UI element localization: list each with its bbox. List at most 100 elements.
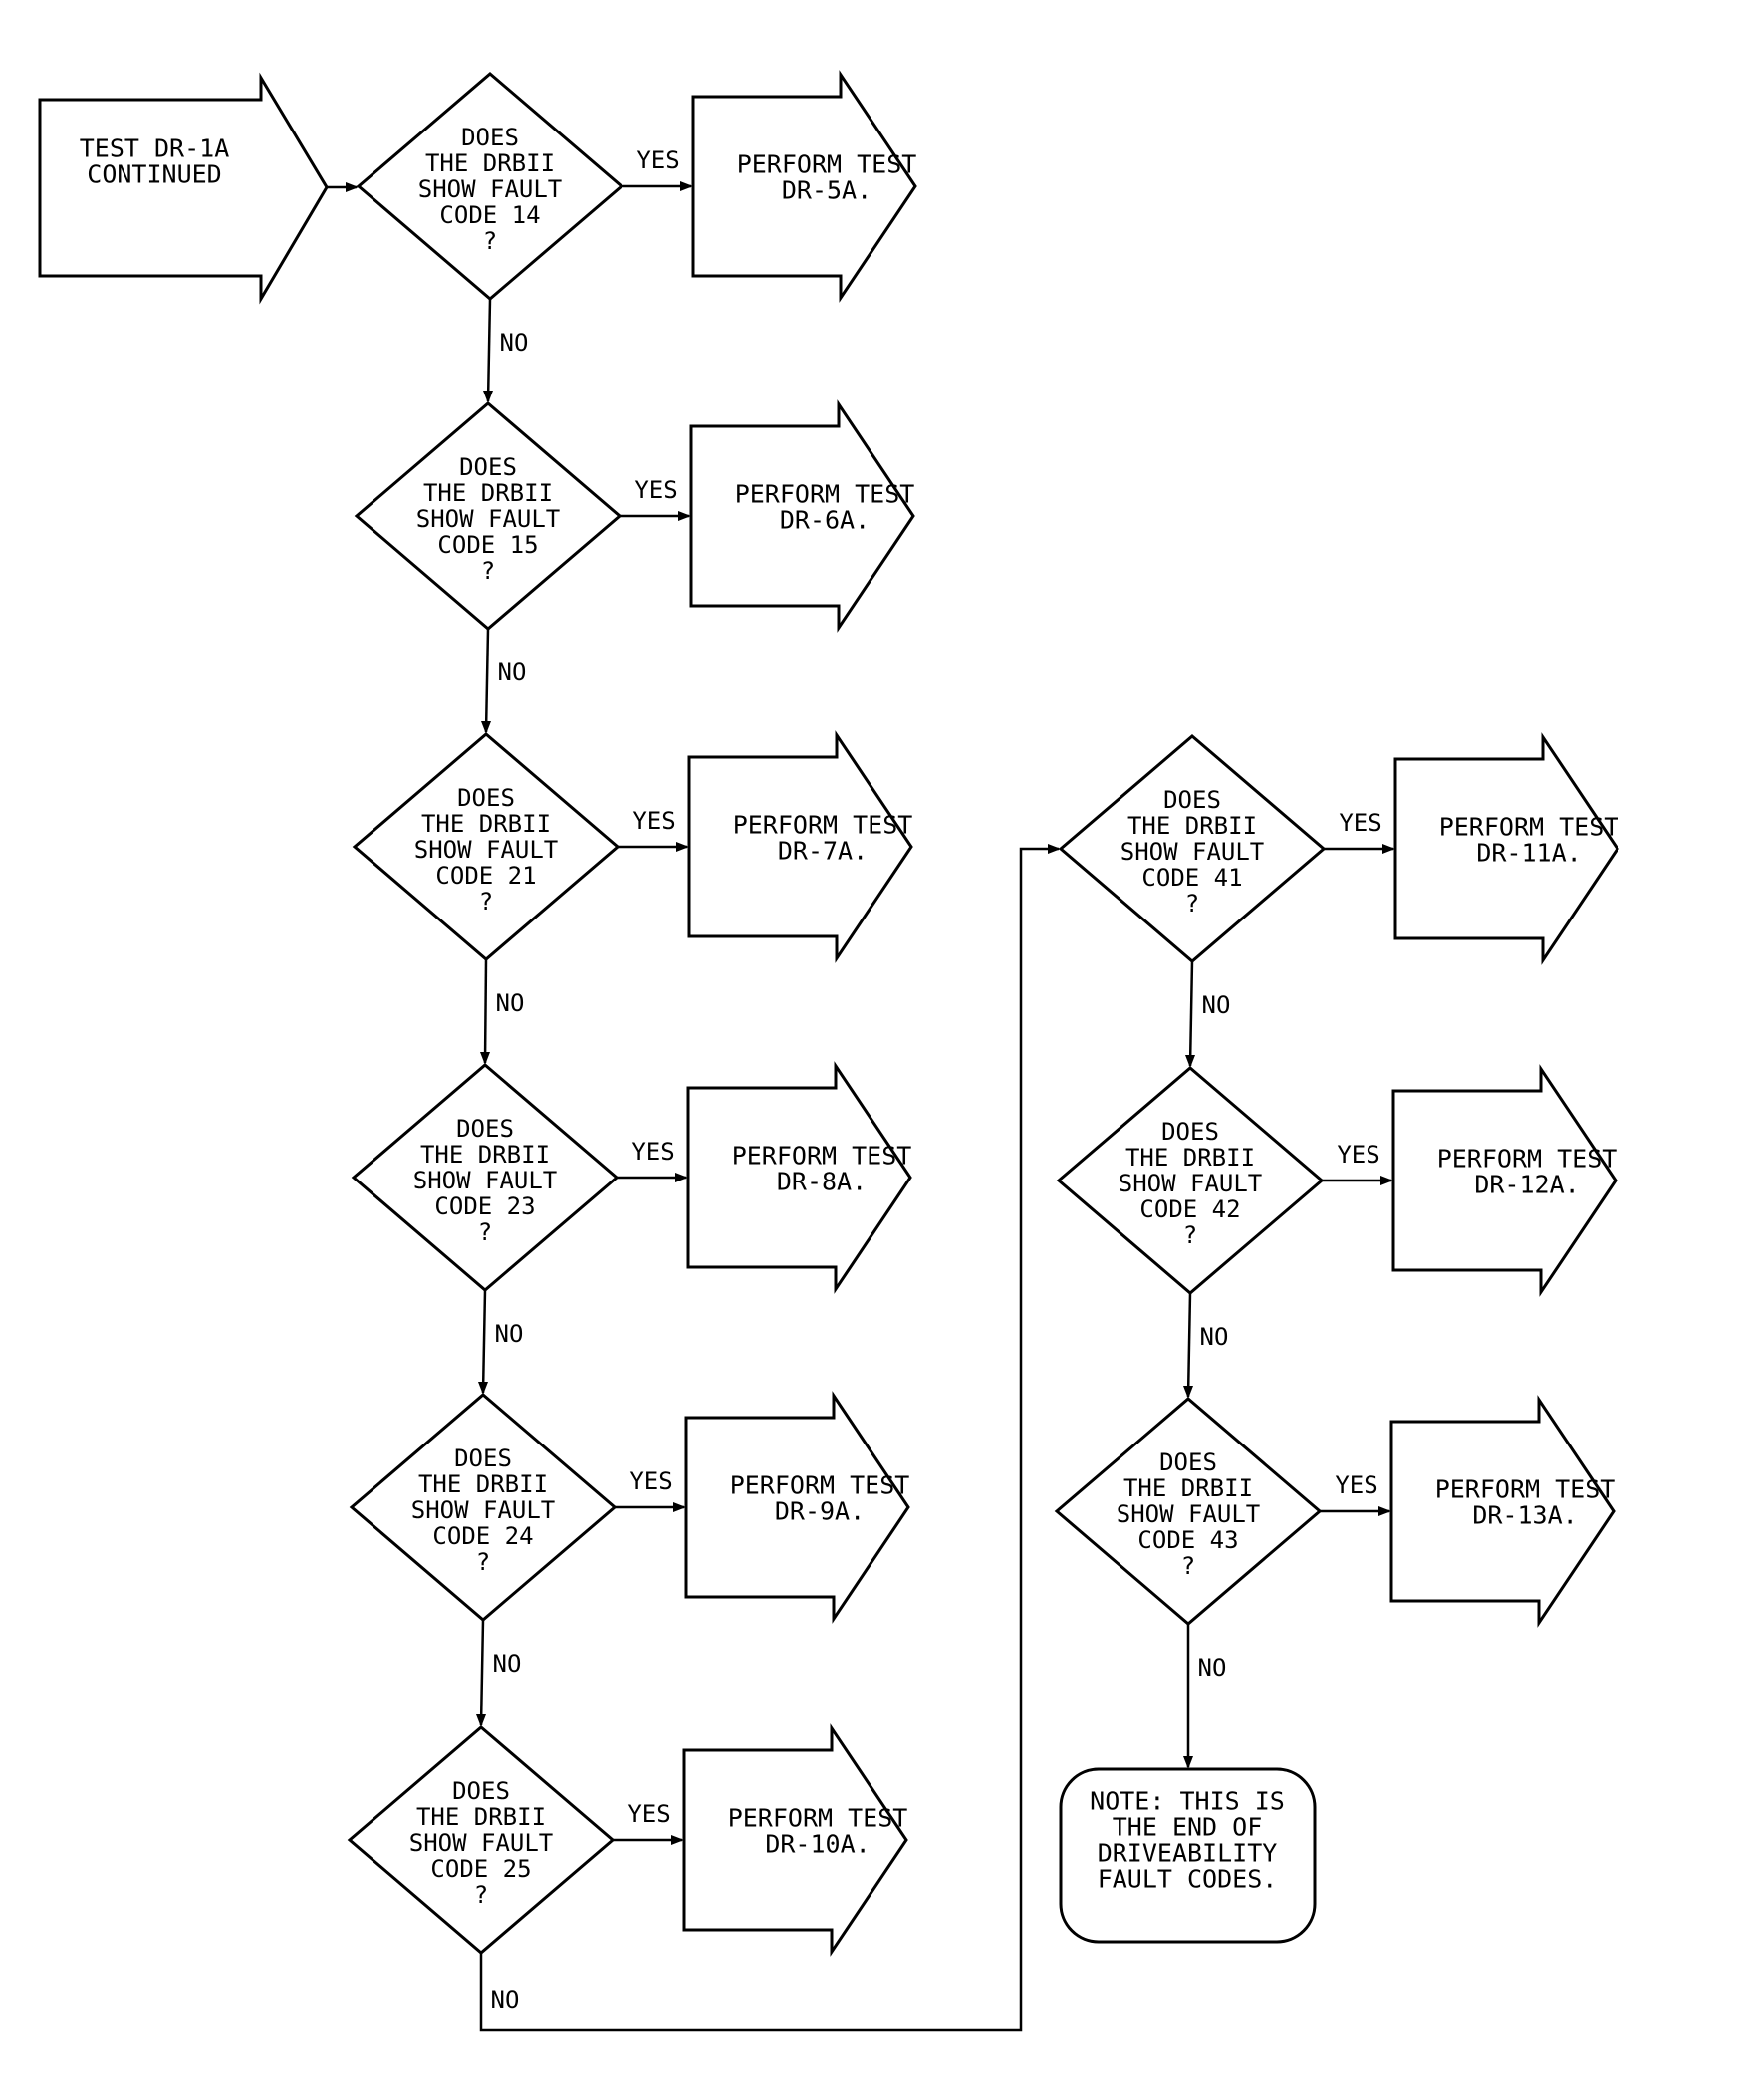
no-label: NO — [496, 989, 525, 1017]
decision-question-line: DOES — [454, 1444, 512, 1472]
decision-question-line: CODE 42 — [1139, 1195, 1240, 1223]
decision-question-line: SHOW FAULT — [409, 1829, 554, 1857]
no-label: NO — [491, 1986, 520, 2014]
action-text-line: PERFORM TEST — [730, 1471, 910, 1500]
no-arrowhead — [483, 391, 493, 403]
decision-question-line: CODE 43 — [1137, 1526, 1238, 1554]
question-mark: ? — [474, 1881, 488, 1909]
no-label: NO — [495, 1320, 524, 1348]
yes-arrowhead — [1380, 1176, 1393, 1185]
question-mark: ? — [476, 1548, 490, 1576]
no-label: NO — [500, 329, 529, 357]
decision-question-line: CODE 15 — [437, 531, 538, 559]
decision-question-line: THE DRBII — [416, 1803, 546, 1831]
decision-question-line: CODE 14 — [439, 201, 540, 229]
decision-question-line: SHOW FAULT — [413, 1167, 558, 1194]
no-arrowhead — [480, 1052, 490, 1065]
decision-question-line: DOES — [1159, 1448, 1217, 1476]
decision-question-line: THE DRBII — [1125, 1144, 1255, 1172]
no-connector-to-code-41 — [479, 847, 1059, 2032]
decision-question-line: SHOW FAULT — [1120, 838, 1265, 866]
action-text-line: PERFORM TEST — [732, 1142, 912, 1171]
decision-question-line: CODE 23 — [434, 1192, 535, 1220]
yes-label: YES — [636, 146, 679, 174]
decision-question-line: THE DRBII — [425, 149, 555, 177]
question-mark: ? — [483, 227, 497, 255]
decision-question-line: SHOW FAULT — [418, 175, 563, 203]
question-mark: ? — [1183, 1221, 1197, 1249]
no-label: NO — [1202, 991, 1231, 1019]
decision-question-line: CODE 24 — [432, 1522, 533, 1550]
no-label: NO — [498, 658, 527, 686]
action-text-line: DR-13A. — [1472, 1501, 1577, 1530]
action-text-line: PERFORM TEST — [735, 480, 915, 509]
action-text-line: PERFORM TEST — [1439, 813, 1619, 842]
decision-question-line: THE DRBII — [1123, 1474, 1253, 1502]
action-arrow-shape — [691, 70, 917, 303]
no-connector — [479, 1619, 485, 1726]
action-text-line: PERFORM TEST — [733, 811, 913, 840]
action-arrow-shape — [1393, 732, 1619, 965]
question-mark: ? — [478, 1218, 492, 1246]
action-text-line: DR-7A. — [778, 837, 868, 866]
question-mark: ? — [481, 557, 495, 585]
question-mark: ? — [479, 888, 493, 916]
yes-label: YES — [1339, 809, 1381, 837]
decision-question-line: DOES — [457, 784, 515, 812]
decision-question-line: DOES — [459, 453, 517, 481]
action-arrow-shape — [1391, 1064, 1618, 1297]
action-text-line: PERFORM TEST — [1435, 1475, 1616, 1504]
no-arrowhead — [476, 1714, 486, 1727]
yes-label: YES — [631, 1138, 674, 1166]
start-arrowhead — [346, 182, 359, 192]
decision-question-line: SHOW FAULT — [416, 505, 561, 533]
action-arrow-shape — [689, 399, 915, 633]
decision-question-line: CODE 21 — [435, 862, 536, 890]
yes-arrowhead — [673, 1502, 686, 1512]
no-arrowhead — [1183, 1756, 1193, 1769]
yes-label: YES — [632, 807, 675, 835]
no-arrowhead — [1185, 1055, 1195, 1068]
decision-question-line: DOES — [456, 1115, 514, 1143]
action-text-line: DR-8A. — [777, 1168, 867, 1196]
decision-question-line: THE DRBII — [1127, 812, 1257, 840]
decision-question-line: DOES — [461, 124, 519, 151]
yes-label: YES — [1335, 1471, 1377, 1499]
yes-arrowhead — [680, 181, 693, 191]
action-text-line: PERFORM TEST — [737, 150, 917, 179]
end-note-line: FAULT CODES. — [1098, 1865, 1278, 1894]
decision-question-line: DOES — [1163, 786, 1221, 814]
start-arrow-shape — [38, 72, 329, 305]
no-label: NO — [1200, 1323, 1229, 1351]
decision-question-line: DOES — [1161, 1118, 1219, 1146]
action-arrow-shape — [682, 1723, 908, 1957]
yes-arrowhead — [678, 511, 691, 521]
end-note-line: THE END OF — [1113, 1813, 1263, 1842]
question-mark: ? — [1185, 890, 1199, 918]
action-text-line: PERFORM TEST — [728, 1804, 908, 1833]
decision-question-line: THE DRBII — [420, 1141, 550, 1169]
yes-arrowhead — [1378, 1506, 1391, 1516]
no-arrowhead — [1183, 1386, 1193, 1399]
action-text-line: DR-11A. — [1476, 839, 1581, 868]
yes-label: YES — [1337, 1141, 1379, 1169]
end-note-line: DRIVEABILITY — [1098, 1839, 1278, 1868]
yes-arrowhead — [675, 1173, 688, 1182]
start-label-line: CONTINUED — [87, 160, 221, 189]
no-connector — [486, 298, 492, 402]
no-arrowhead — [478, 1382, 488, 1395]
